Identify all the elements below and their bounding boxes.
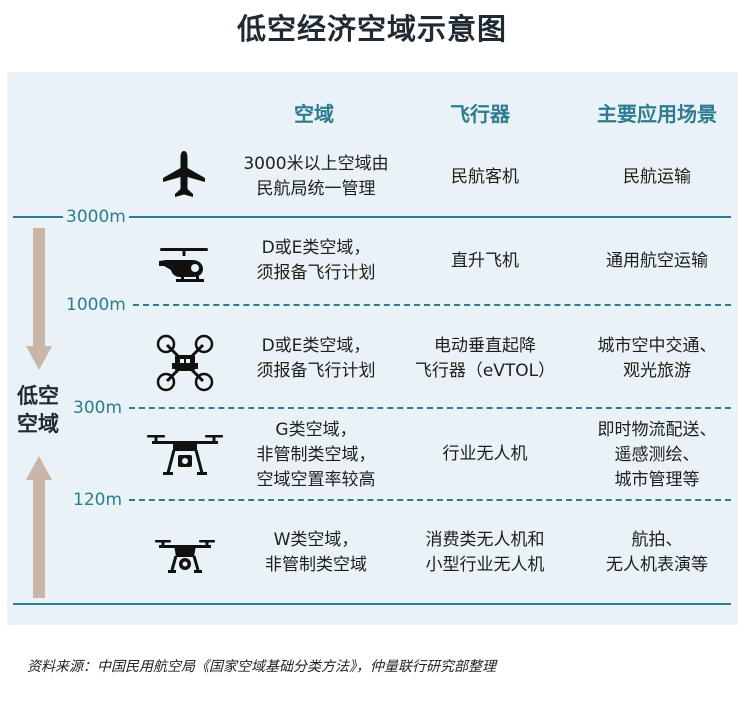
up-arrow-icon (26, 456, 52, 598)
row-2-airspace: D或E类空域， 须报备飞行计划 (256, 238, 376, 283)
header-aircraft: 飞行器 (450, 102, 510, 126)
altitude-label-1000m: 1000m (63, 295, 129, 315)
altitude-line-300m (129, 407, 731, 409)
altitude-line-3000m (13, 216, 731, 218)
row-4-airspace: G类空域， 非管制类空域， 空域空置率较高 (256, 420, 376, 490)
evtol-icon (156, 334, 214, 392)
side-label-line-1: 低空 (17, 384, 59, 408)
industrial-drone-icon (147, 435, 223, 475)
row-2-aircraft: 直升飞机 (451, 251, 519, 271)
altitude-label-3000m: 3000m (63, 207, 129, 227)
row-1-scenarios: 民航运输 (623, 167, 691, 187)
side-label-line-2: 空域 (17, 412, 59, 436)
header-airspace: 空域 (294, 102, 334, 126)
altitude-line-120m (129, 499, 731, 501)
source-note: 资料来源：中国民用航空局《国家空域基础分类方法》，仲量联行研究部整理 (27, 659, 496, 675)
airplane-icon (163, 151, 205, 197)
row-3-airspace: D或E类空域， 须报备飞行计划 (256, 336, 376, 381)
down-arrow-icon (26, 228, 52, 370)
row-3-scenarios: 城市空中交通、 观光旅游 (597, 336, 717, 381)
ground-line (13, 603, 731, 605)
row-1-airspace: 3000米以上空域由 民航局统一管理 (243, 154, 389, 199)
altitude-label-120m: 120m (70, 490, 126, 510)
row-2-scenarios: 通用航空运输 (606, 251, 708, 271)
low-altitude-airspace-label: 低空 空域 (12, 382, 64, 438)
page-title: 低空经济空域示意图 (236, 12, 507, 46)
consumer-drone-icon (155, 540, 215, 573)
row-4-scenarios: 即时物流配送、 遥感测绘、 城市管理等 (597, 420, 717, 490)
row-4-aircraft: 行业无人机 (442, 444, 528, 464)
header-scenarios: 主要应用场景 (597, 102, 717, 126)
row-5-airspace: W类空域， 非管制类空域 (265, 530, 367, 575)
altitude-line-1000m (133, 304, 731, 306)
helicopter-icon (159, 248, 208, 282)
diagram-panel (7, 72, 738, 625)
row-1-aircraft: 民航客机 (451, 167, 519, 187)
row-3-aircraft: 电动垂直起降 飞行器（eVTOL） (414, 336, 556, 381)
row-5-scenarios: 航拍、 无人机表演等 (606, 530, 708, 575)
row-5-aircraft: 消费类无人机和 小型行业无人机 (425, 530, 545, 575)
altitude-label-300m: 300m (70, 398, 126, 418)
